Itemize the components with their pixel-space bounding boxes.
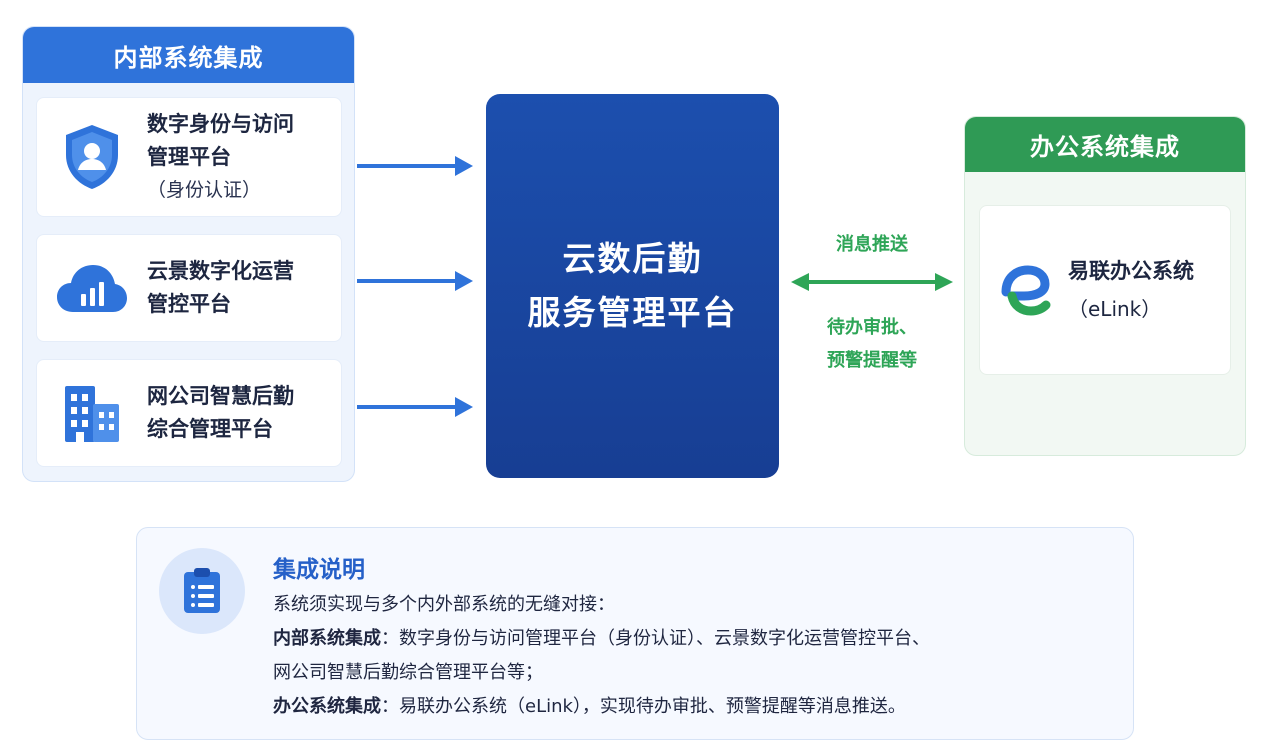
arrow-right-icon [357,156,473,176]
office-system-name: 易联办公系统 [1068,259,1194,283]
system-card-elink: 易联办公系统 （eLink） [979,205,1231,375]
description-body: 系统须实现与多个内外部系统的无缝对接： 内部系统集成：数字身份与访问管理平台（身… [273,588,930,724]
platform-name-line1: 云数后勤 [562,239,703,278]
description-line: 系统须实现与多个内外部系统的无缝对接： [273,594,615,615]
integration-description: 集成说明 系统须实现与多个内外部系统的无缝对接： 内部系统集成：数字身份与访问管… [136,527,1134,740]
bidirectional-arrow-icon [791,273,953,291]
description-line: 内部系统集成：数字身份与访问管理平台（身份认证）、云景数字化运营管控平台、 [273,622,930,656]
system-name-line1: 数字身份与访问 [147,112,294,136]
description-text: ：易联办公系统（eLink），实现待办审批、预警提醒等消息推送。 [381,696,906,717]
description-title: 集成说明 [273,557,365,583]
platform-name-line2: 服务管理平台 [527,293,738,332]
system-card-yunjing: 云景数字化运营 管控平台 [36,234,342,342]
description-line: 网公司智慧后勤综合管理平台等； [273,662,543,683]
system-name-line2: 管理平台 [147,145,231,169]
arrow-right-icon [357,271,473,291]
internal-systems-panel: 内部系统集成 数字身份与访问 管理平台 （身份认证） 云景数 [22,26,355,482]
system-name-line2: 管控平台 [147,292,231,316]
shield-user-icon [37,122,147,192]
cloud-chart-icon [37,260,147,316]
core-platform-box: 云数后勤 服务管理平台 [486,94,779,478]
office-systems-title: 办公系统集成 [965,117,1245,172]
connector-label-bottom: 待办审批、 预警提醒等 [787,311,957,377]
internal-systems-title: 内部系统集成 [23,27,354,83]
arrow-right-icon [357,397,473,417]
elink-logo-icon [980,262,1068,318]
description-label: 办公系统集成 [273,696,381,717]
system-card-identity: 数字身份与访问 管理平台 （身份认证） [36,97,342,217]
description-text: ：数字身份与访问管理平台（身份认证）、云景数字化运营管控平台、 [381,628,930,649]
description-line: 办公系统集成：易联办公系统（eLink），实现待办审批、预警提醒等消息推送。 [273,690,930,724]
system-name-line1: 网公司智慧后勤 [147,384,294,408]
system-name-line1: 云景数字化运营 [147,259,294,283]
connector-label-line2: 预警提醒等 [827,350,917,371]
system-card-logistics: 网公司智慧后勤 综合管理平台 [36,359,342,467]
system-note: （身份认证） [147,179,262,201]
system-name-line2: 综合管理平台 [147,417,273,441]
clipboard-list-icon [159,548,245,634]
description-label: 内部系统集成 [273,628,381,649]
connector-label-line1: 待办审批、 [827,317,917,338]
office-systems-panel: 办公系统集成 易联办公系统 （eLink） [964,116,1246,456]
office-system-note: （eLink） [1068,297,1162,321]
connector-label-top: 消息推送 [836,234,908,255]
building-icon [37,380,147,446]
